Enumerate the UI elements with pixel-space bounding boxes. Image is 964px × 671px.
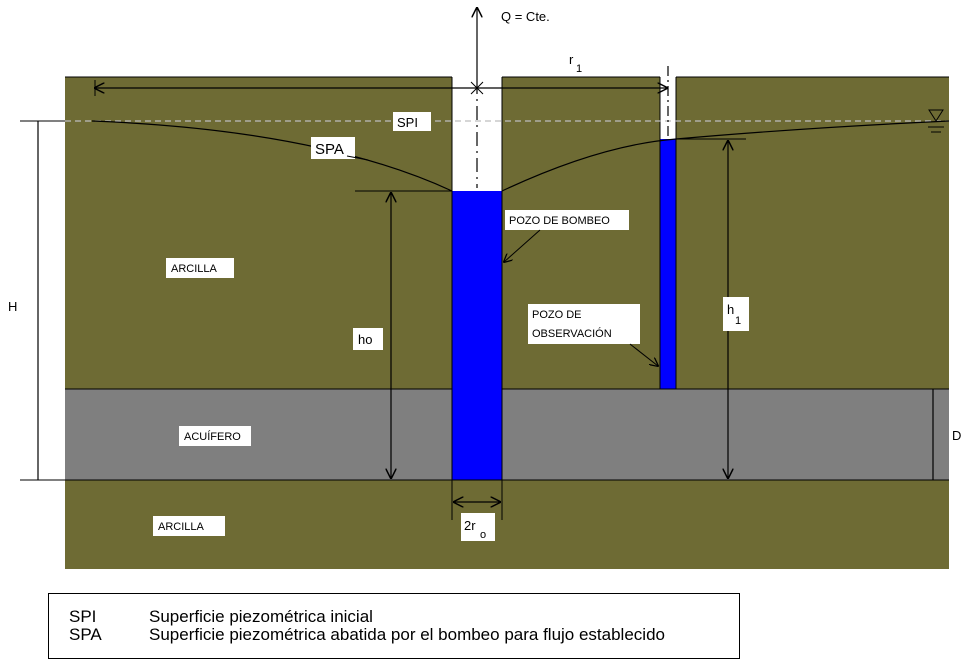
spa-label-box <box>311 137 355 159</box>
legend-text-spa: Superficie piezométrica abatida por el b… <box>149 625 665 644</box>
spi-label-box <box>393 112 431 131</box>
pozo-obs-label-box <box>528 304 640 344</box>
clay-layer-top <box>65 77 949 389</box>
pozo-bombeo-label-box <box>505 210 629 230</box>
arcilla-bottom-label-box <box>153 516 225 536</box>
arcilla-top-label-box <box>166 258 234 278</box>
legend-row-spi: SPI Superficie piezométrica inicial <box>69 607 373 626</box>
pozo-obs-label-line2: OBSERVACIÓN <box>532 327 612 340</box>
observation-well-water <box>660 139 676 389</box>
r0-subscript: o <box>480 529 486 541</box>
r1-cross-2 <box>470 81 484 95</box>
r1-label: r <box>569 52 574 67</box>
pozo-obs-leader <box>629 343 658 366</box>
discharge-label: Q = Cte. <box>501 9 550 24</box>
legend: SPI Superficie piezométrica inicial SPA Su… <box>48 593 740 659</box>
legend-text-spi: Superficie piezométrica inicial <box>149 607 373 626</box>
r0-label-box <box>461 513 495 541</box>
acuifero-label-box <box>179 426 251 446</box>
pozo-obs-label-line1: POZO DE <box>532 309 582 321</box>
ho-label-box <box>353 328 383 350</box>
pozo-bombeo-leader <box>504 229 541 262</box>
d-label: D <box>952 428 961 443</box>
arcilla-bottom-label: ARCILLA <box>158 521 205 533</box>
pozo-bombeo-label: POZO DE BOMBEO <box>509 215 610 227</box>
spa-curve <box>91 120 453 192</box>
arcilla-top-label: ARCILLA <box>171 263 218 275</box>
spi-label: SPI <box>397 115 418 130</box>
h1-label-box <box>723 297 749 331</box>
pumping-well-water <box>452 191 502 480</box>
h1-label: h <box>727 302 734 317</box>
spa-leader <box>346 155 369 161</box>
r0-label: 2r <box>464 518 476 533</box>
spa-label: SPA <box>315 141 344 158</box>
spa-curve-right <box>501 120 950 192</box>
water-table-symbol <box>928 109 944 122</box>
ho-label: ho <box>358 332 372 347</box>
acuifero-label: ACUÍFERO <box>184 430 241 443</box>
legend-row-spa: SPA Superficie piezométrica abatida por e… <box>69 625 665 644</box>
r1-subscript: 1 <box>576 63 582 75</box>
legend-key-spi: SPI <box>69 607 97 626</box>
h-label: H <box>8 299 17 314</box>
h1-subscript: 1 <box>735 315 741 327</box>
legend-key-spa: SPA <box>69 625 102 644</box>
